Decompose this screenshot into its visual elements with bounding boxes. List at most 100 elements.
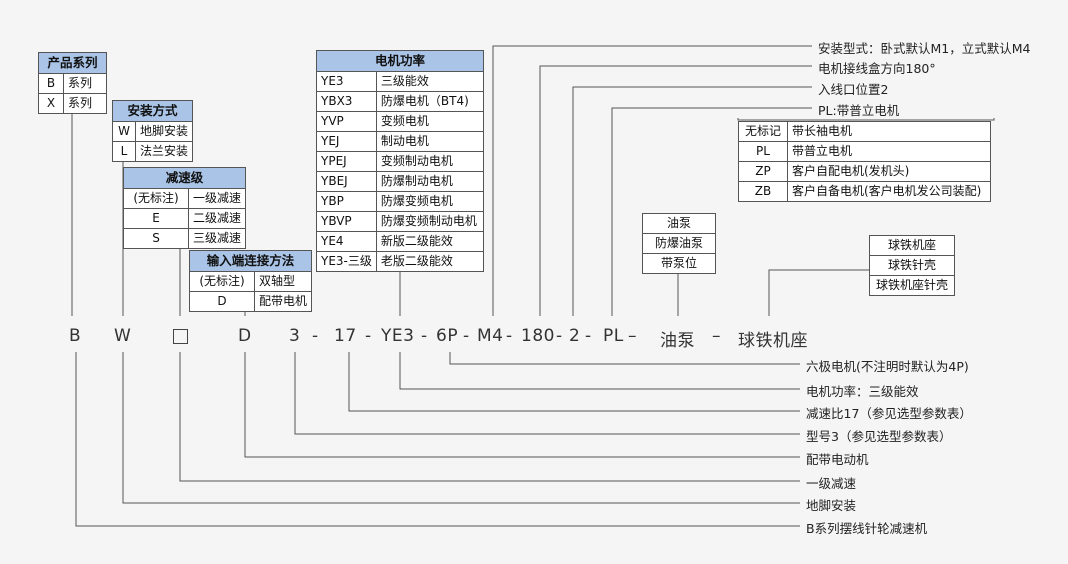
reduction-stage-title: 减速级	[122, 167, 247, 189]
stage-code: E	[123, 208, 189, 229]
note-entry-position: 入线口位置2	[818, 82, 889, 97]
code-series: B	[69, 326, 82, 346]
power-code: YBX3	[316, 91, 377, 112]
input-desc: 配带电机	[253, 291, 313, 312]
code-dash: -	[463, 326, 470, 346]
stage-desc: 三级减速	[187, 228, 247, 249]
seat-item: 球铁机座	[869, 235, 955, 256]
connector-box	[179, 352, 800, 482]
connector-seat	[768, 269, 869, 316]
code-stage-box	[173, 328, 188, 348]
code-dash: -	[365, 326, 372, 346]
power-desc: 制动电机	[375, 131, 484, 152]
code-type: 3	[289, 326, 301, 346]
series-desc: 系列	[63, 73, 107, 94]
stage-desc: 一级减速	[187, 188, 247, 209]
ball-seat-table: 球铁机座 球铁针壳 球铁机座针壳	[869, 235, 955, 296]
stage-desc: 二级减速	[187, 208, 247, 229]
option-code: ZP	[738, 161, 788, 182]
option-desc: 带长袖电机	[787, 121, 991, 142]
code-pump: 油泵	[660, 331, 695, 351]
product-series-table: 产品系列 B 系列 X 系列	[38, 52, 107, 114]
power-code: YPEJ	[316, 151, 377, 172]
connector-m4	[492, 45, 812, 316]
power-desc: 变频制动电机	[375, 151, 484, 172]
code-entry: 2	[569, 326, 581, 346]
note-motor: 配带电动机	[806, 452, 869, 467]
code-dash: –	[628, 326, 637, 346]
input-desc: 双轴型	[253, 271, 313, 292]
connector-17	[348, 352, 800, 412]
stage-code: (无标注)	[123, 188, 189, 209]
mounting-table: 安装方式 W 地脚安装 L 法兰安装	[111, 100, 194, 162]
note-type: 型号3（参见选型参数表）	[806, 429, 952, 444]
code-dash: –	[712, 326, 721, 346]
mounting-code: W	[112, 121, 136, 142]
power-desc: 变频电机	[375, 111, 484, 132]
connector-3	[294, 352, 800, 435]
note-poles: 六极电机(不注明时默认为4P)	[806, 359, 969, 374]
pump-item: 防爆油泵	[642, 233, 716, 254]
power-code: YBVP	[316, 211, 377, 232]
power-desc: 新版二级能效	[375, 231, 484, 252]
option-desc: 客户自备电机(客户电机发公司装配)	[787, 181, 991, 202]
mounting-title: 安装方式	[111, 100, 194, 122]
connector-b	[75, 352, 800, 527]
connector-2	[572, 86, 812, 316]
code-mount-form: M4	[477, 326, 504, 346]
code-box-dir: 180	[521, 326, 555, 346]
connector-6p	[449, 352, 800, 365]
connector-180	[539, 65, 812, 316]
power-desc: 防爆变频制动电机	[375, 211, 484, 232]
connector-w	[122, 352, 800, 504]
series-code: X	[38, 93, 64, 114]
note-pl-motor: PL:带普立电机	[818, 103, 900, 118]
option-code: PL	[738, 141, 788, 162]
pump-item: 带泵位	[642, 253, 716, 274]
code-dash: -	[556, 326, 563, 346]
code-dash: -	[312, 326, 319, 346]
code-motor: PL	[603, 326, 624, 346]
power-code: YVP	[316, 111, 377, 132]
seat-item: 球铁针壳	[869, 255, 955, 276]
input-code: (无标注)	[189, 271, 255, 292]
mounting-desc: 地脚安装	[134, 121, 194, 142]
input-code: D	[189, 291, 255, 312]
reduction-stage-table: 减速级 (无标注) 一级减速 E 二级减速 S 三级减速	[122, 167, 247, 249]
input-connection-table: 输入端连接方法 (无标注) 双轴型 D 配带电机	[188, 250, 313, 312]
power-code: YBEJ	[316, 171, 377, 192]
series-code: B	[38, 73, 64, 94]
option-code: ZB	[738, 181, 788, 202]
note-mounting: 地脚安装	[806, 498, 857, 513]
code-dash: -	[585, 326, 592, 346]
code-dash: -	[506, 326, 513, 346]
note-ratio: 减速比17（参见选型参数表）	[806, 406, 972, 421]
series-desc: 系列	[63, 93, 107, 114]
power-code: YE3-三级	[316, 251, 377, 272]
connector-pl	[611, 107, 812, 316]
input-connection-title: 输入端连接方法	[188, 250, 313, 272]
code-power: YE3	[381, 326, 415, 346]
connector-ye3	[399, 352, 800, 390]
option-desc: 客户自配电机(发机头)	[787, 161, 991, 182]
power-desc: 防爆电机（BT4)	[375, 91, 484, 112]
code-ratio: 17	[334, 326, 357, 346]
code-poles: 6P	[436, 326, 459, 346]
motor-power-title: 电机功率	[316, 50, 484, 72]
stage-code: S	[123, 228, 189, 249]
code-seat: 球铁机座	[738, 331, 808, 351]
oil-pump-table: 油泵 防爆油泵 带泵位	[642, 213, 716, 274]
option-code: 无标记	[738, 121, 788, 142]
connector-option-bracket	[737, 118, 995, 121]
option-desc: 带普立电机	[787, 141, 991, 162]
note-box-direction: 电机接线盒方向180°	[818, 61, 936, 76]
seat-item: 球铁机座针壳	[869, 275, 955, 296]
mounting-code: L	[112, 141, 136, 162]
note-power: 电机功率：三级能效	[806, 384, 919, 399]
placeholder-box-icon	[173, 329, 188, 344]
code-mounting: W	[114, 326, 132, 346]
code-input: D	[238, 326, 252, 346]
